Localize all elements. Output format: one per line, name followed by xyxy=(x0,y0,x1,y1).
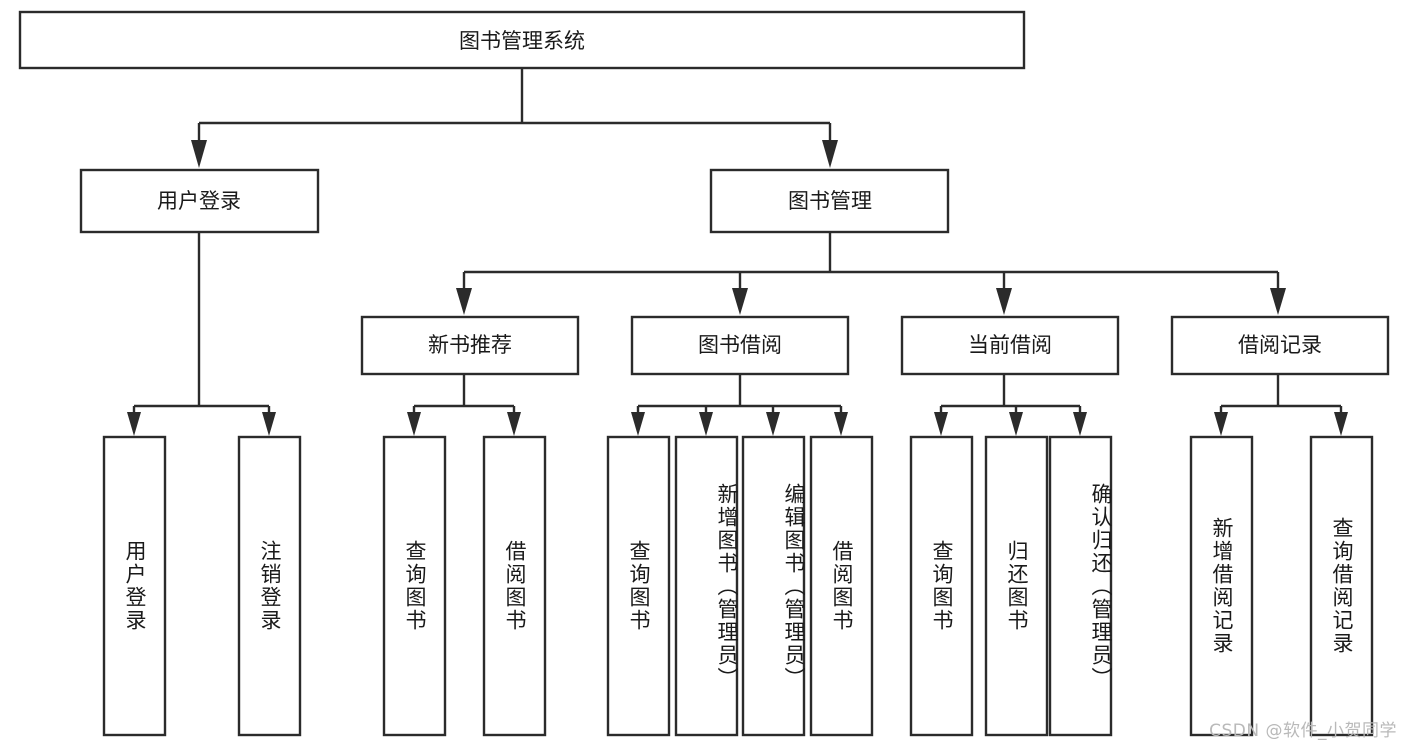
leaf-confirm-return-admin-box[interactable] xyxy=(1048,435,1113,737)
node-new-book-recommend[interactable]: 新书推荐 xyxy=(360,315,580,376)
node-book-management[interactable]: 图书管理 xyxy=(709,168,950,234)
connector-group-user-login xyxy=(127,232,276,436)
connector-group-borrow-record xyxy=(1214,374,1348,436)
arrow-br-to-leaf-add-record xyxy=(1214,412,1228,436)
node-root-label: 图书管理系统 xyxy=(459,29,585,53)
arrow-ul-to-leaf-user-login xyxy=(127,412,141,436)
arrow-bb-to-leaf-borrow-book xyxy=(834,412,848,436)
arrow-cb-to-leaf-query-book xyxy=(934,412,948,436)
leaf-return-book-box[interactable] xyxy=(984,435,1049,737)
arrow-bm-to-borrow xyxy=(732,288,748,315)
leaf-query-borrow-record-box[interactable] xyxy=(1309,435,1374,737)
arrow-bb-to-leaf-edit-book xyxy=(766,412,780,436)
arrow-nbr-to-leaf-borrow-book xyxy=(507,412,521,436)
node-borrow-record[interactable]: 借阅记录 xyxy=(1170,315,1390,376)
arrow-bm-to-current xyxy=(996,288,1012,315)
node-user-login-label: 用户登录 xyxy=(157,189,241,213)
connector-group-book-management xyxy=(456,232,1286,315)
leaf-query-book-borrow-box[interactable] xyxy=(606,435,671,737)
arrow-root-to-user-login xyxy=(191,140,207,168)
arrow-ul-to-leaf-logout xyxy=(262,412,276,436)
node-user-login-box[interactable] xyxy=(79,168,320,234)
node-borrow-record-label: 借阅记录 xyxy=(1238,333,1322,357)
arrow-root-to-book-management xyxy=(822,140,838,168)
node-borrow-record-box[interactable] xyxy=(1170,315,1390,376)
arrow-bb-to-leaf-add-book xyxy=(699,412,713,436)
arrow-br-to-leaf-query-record xyxy=(1334,412,1348,436)
leaf-logout-box[interactable] xyxy=(237,435,302,737)
leaf-borrow-book-recommend-box[interactable] xyxy=(482,435,547,737)
leaf-user-login-box[interactable] xyxy=(102,435,167,737)
leaf-borrow-book-box[interactable] xyxy=(809,435,874,737)
leaf-add-borrow-record-box[interactable] xyxy=(1189,435,1254,737)
node-book-borrow-box[interactable] xyxy=(630,315,850,376)
node-root-box[interactable] xyxy=(18,10,1026,70)
leaf-query-book-recommend-box[interactable] xyxy=(382,435,447,737)
node-current-borrow[interactable]: 当前借阅 xyxy=(900,315,1120,376)
leaf-edit-book-admin-box[interactable] xyxy=(741,435,806,737)
node-current-borrow-label: 当前借阅 xyxy=(968,333,1052,357)
node-user-login[interactable]: 用户登录 xyxy=(79,168,320,234)
arrow-nbr-to-leaf-query-book xyxy=(407,412,421,436)
arrow-cb-to-leaf-confirm-return xyxy=(1073,412,1087,436)
node-book-management-box[interactable] xyxy=(709,168,950,234)
connector-group-new-book-recommend xyxy=(407,374,521,436)
connector-group-root xyxy=(191,68,838,168)
connector-group-current-borrow xyxy=(934,374,1087,436)
node-new-book-recommend-label: 新书推荐 xyxy=(428,333,512,357)
arrow-bm-to-recommend xyxy=(456,288,472,315)
csdn-watermark: CSDN @软件_小贺同学 xyxy=(1209,721,1397,741)
arrow-bb-to-leaf-query-book xyxy=(631,412,645,436)
node-new-book-recommend-box[interactable] xyxy=(360,315,580,376)
node-current-borrow-box[interactable] xyxy=(900,315,1120,376)
node-book-borrow[interactable]: 图书借阅 xyxy=(630,315,850,376)
connector-group-book-borrow xyxy=(631,374,848,436)
leaf-query-book-current-box[interactable] xyxy=(909,435,974,737)
leaf-boxes xyxy=(102,435,1374,737)
arrow-cb-to-leaf-return-book xyxy=(1009,412,1023,436)
node-book-borrow-label: 图书借阅 xyxy=(698,333,782,357)
node-root[interactable]: 图书管理系统 xyxy=(18,10,1026,70)
leaf-add-book-admin-box[interactable] xyxy=(674,435,739,737)
node-book-management-label: 图书管理 xyxy=(788,189,872,213)
arrow-bm-to-record xyxy=(1270,288,1286,315)
